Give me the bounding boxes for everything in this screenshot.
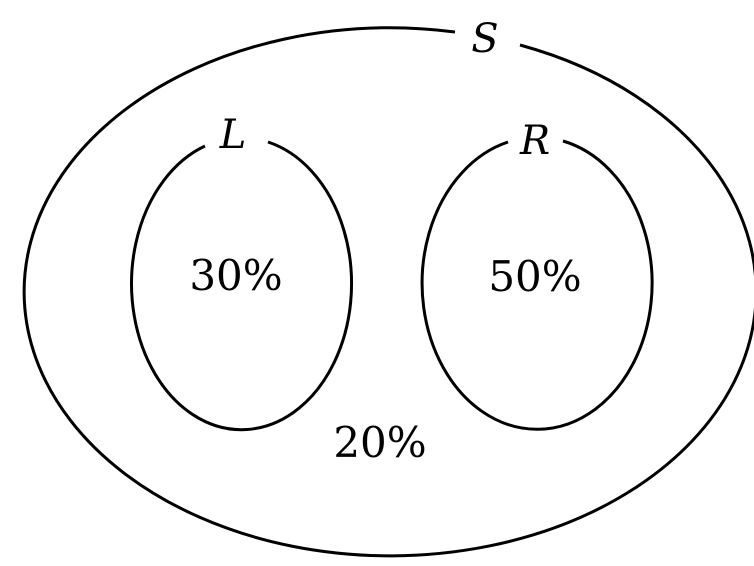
region-s-only-value: 20% (333, 418, 426, 467)
set-r-label: R (519, 118, 550, 164)
set-l-label: L (219, 112, 247, 158)
set-l-outline (130, 140, 354, 432)
region-r-value: 50% (488, 252, 581, 301)
set-s-outline (22, 26, 754, 558)
set-s-label: S (471, 16, 498, 62)
set-r-outline (420, 139, 654, 431)
region-l-value: 30% (189, 251, 282, 300)
